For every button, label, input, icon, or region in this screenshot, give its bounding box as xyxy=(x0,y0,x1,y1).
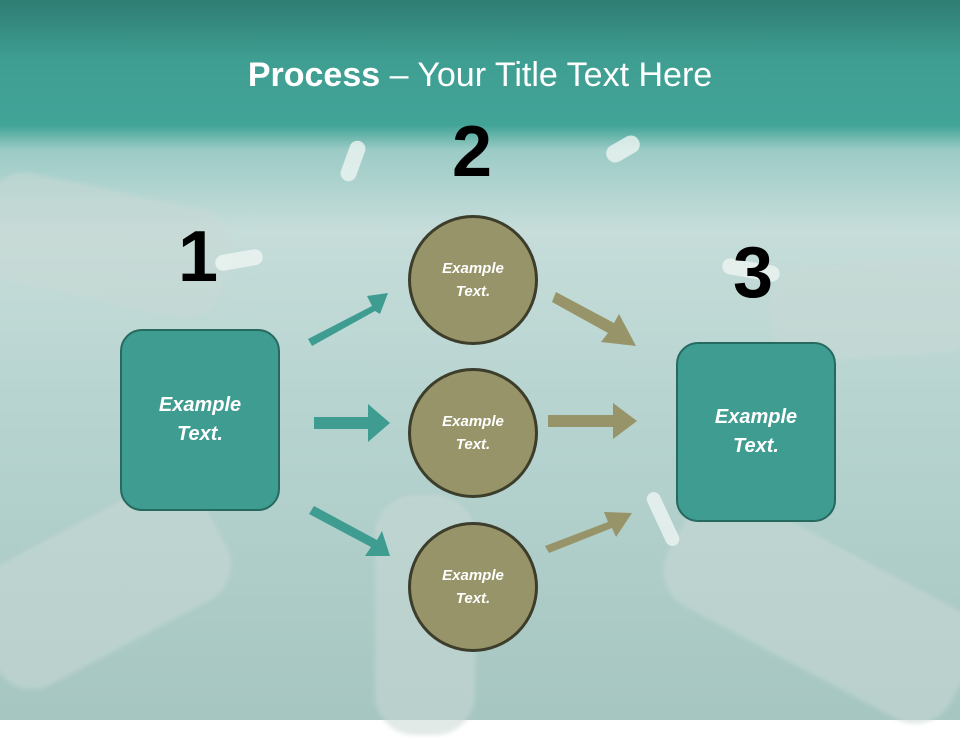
arrow-right-icon xyxy=(314,404,390,442)
arrow-up-right-icon xyxy=(545,512,632,553)
teal-arrows xyxy=(308,293,390,556)
right-box-text: Example Text. xyxy=(714,406,798,457)
circle-text: Example Text. xyxy=(442,567,504,607)
title-bold: Process xyxy=(247,56,381,94)
arrow-down-right-icon xyxy=(309,506,390,556)
process-circle-bottom: Example Text. xyxy=(408,522,538,652)
circle-text: Example Text. xyxy=(442,413,504,453)
title-rest: – Your Title Text Here xyxy=(380,56,713,94)
step-number-1: 1 xyxy=(177,217,219,297)
left-process-box: Example Text. xyxy=(120,329,280,511)
step-number-3: 3 xyxy=(732,233,774,313)
process-circle-top: Example Text. xyxy=(408,215,538,345)
left-box-text: Example Text. xyxy=(158,394,242,445)
arrow-down-right-icon xyxy=(552,292,636,346)
right-process-box: Example Text. xyxy=(676,342,836,522)
circle-text: Example Text. xyxy=(442,260,504,300)
connector-arrows xyxy=(308,292,637,556)
olive-arrows xyxy=(545,292,637,553)
arrow-right-icon xyxy=(548,403,637,439)
page-title: Process – Your Title Text Here xyxy=(0,54,960,96)
arrow-up-right-icon xyxy=(308,293,388,346)
process-circle-middle: Example Text. xyxy=(408,368,538,498)
step-number-2: 2 xyxy=(451,112,493,192)
